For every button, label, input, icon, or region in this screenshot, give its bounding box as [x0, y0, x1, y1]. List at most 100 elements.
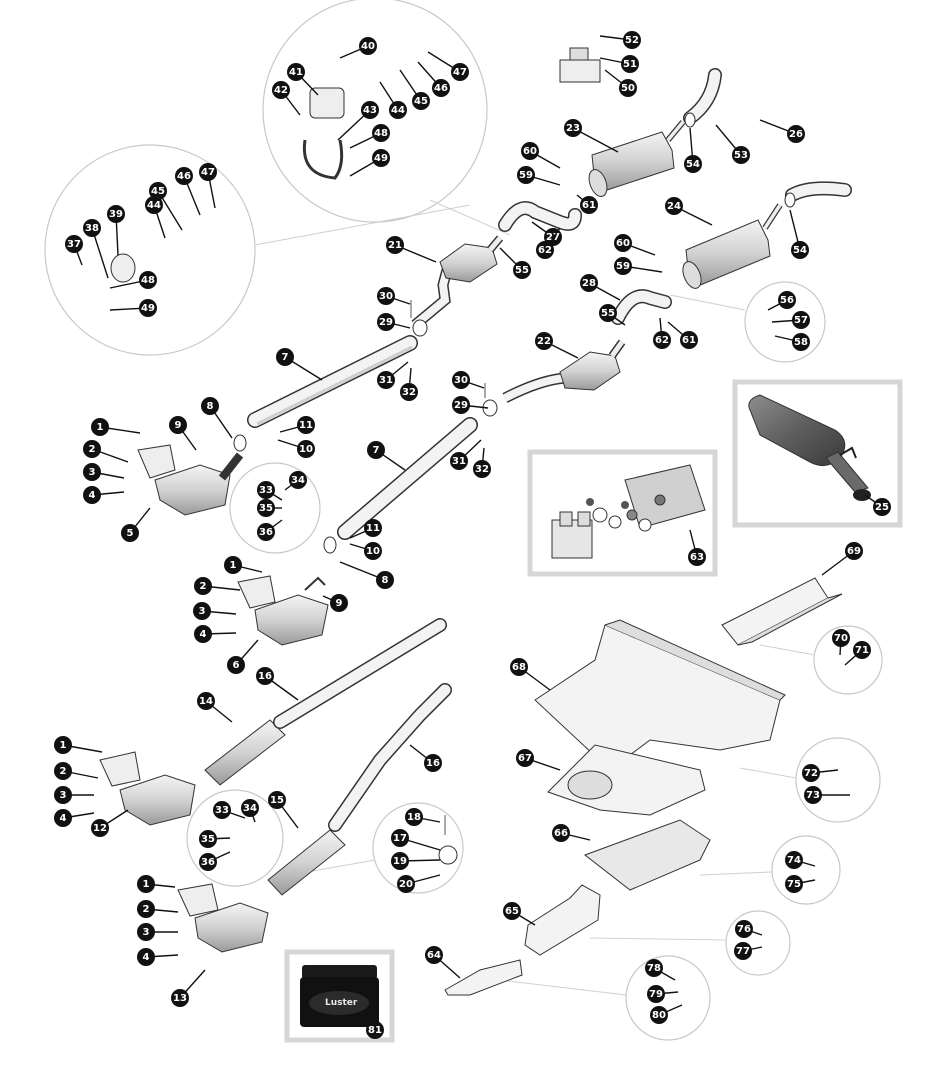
callout-70: 70: [832, 629, 850, 656]
callout-number: 14: [199, 696, 213, 707]
callout-34-2: 34: [241, 799, 259, 823]
callout-80: 80: [650, 1004, 683, 1024]
callout-36-2: 36: [199, 851, 231, 871]
callout-74: 74: [785, 851, 816, 869]
callout-number: 34: [291, 475, 305, 486]
callout-10-1: 10: [277, 439, 315, 458]
callout-badge: [650, 1006, 668, 1024]
callout-50: 50: [604, 69, 637, 97]
callout-32-2: 32: [473, 447, 491, 478]
callout-badge: [276, 348, 294, 366]
callout-badge: [521, 142, 539, 160]
callout-30-1: 30: [377, 287, 411, 305]
callout-number: 33: [259, 485, 273, 496]
callout-badge: [792, 333, 810, 351]
callout-number: 26: [789, 129, 803, 140]
callout-number: 18: [407, 812, 421, 823]
callout-badge: [199, 830, 217, 848]
tailpipe-26: [683, 68, 852, 202]
callout-number: 36: [201, 857, 215, 868]
callout-number: 46: [177, 171, 191, 182]
callout-number: 53: [734, 150, 748, 161]
callout-61-2: 61: [667, 321, 698, 349]
callout-number: 3: [60, 790, 67, 801]
callout-43: 43: [337, 101, 379, 141]
callout-number: 3: [89, 467, 96, 478]
callout-badge: [516, 749, 534, 767]
callout-number: 21: [388, 240, 402, 251]
callout-badge: [213, 801, 231, 819]
callout-number: 30: [454, 375, 468, 386]
callout-number: 64: [427, 950, 441, 961]
intermediate-pipe-7-lower: [337, 417, 478, 540]
callout-badge: [391, 829, 409, 847]
callout-11-2: 11: [349, 519, 382, 539]
callout-48-1: 48: [349, 124, 390, 149]
callout-4-1: 4: [83, 486, 125, 504]
callout-badge: [845, 542, 863, 560]
callout-badge: [257, 481, 275, 499]
callout-21: 21: [386, 236, 437, 263]
callout-19: 19: [391, 852, 441, 870]
callout-number: 39: [109, 209, 123, 220]
callout-4-2: 4: [194, 625, 237, 643]
callout-number: 80: [652, 1010, 666, 1021]
callout-number: 58: [794, 337, 808, 348]
callout-75: 75: [785, 875, 816, 893]
callout-number: 49: [374, 153, 388, 164]
callout-8-1: 8: [201, 397, 233, 439]
callout-badge: [361, 101, 379, 119]
callout-badge: [564, 119, 582, 137]
callout-badge: [791, 241, 809, 259]
callout-badge: [389, 101, 407, 119]
callout-number: 29: [454, 400, 468, 411]
callout-67: 67: [516, 749, 561, 771]
callout-number: 47: [201, 167, 215, 178]
callout-number: 30: [379, 291, 393, 302]
callout-number: 73: [806, 790, 820, 801]
callout-38: 38: [83, 219, 109, 279]
callout-29-2: 29: [452, 396, 489, 414]
callout-34-1: 34: [284, 471, 307, 491]
callout-badge: [473, 460, 491, 478]
callout-badge: [785, 851, 803, 869]
callout-badge: [653, 331, 671, 349]
tailpipe-27: [498, 201, 582, 232]
callout-number: 8: [207, 401, 214, 412]
callout-badge: [197, 692, 215, 710]
callout-badge: [257, 499, 275, 517]
callout-number: 8: [382, 575, 389, 586]
detail-circle-bolts-78: [499, 955, 711, 1041]
callout-badge: [83, 440, 101, 458]
callout-49-1: 49: [349, 149, 390, 177]
callout-54-1: 54: [684, 127, 702, 173]
callout-number: 4: [60, 813, 67, 824]
callout-number: 44: [391, 105, 405, 116]
callout-badge: [391, 852, 409, 870]
callout-badge: [405, 808, 423, 826]
callout-badge: [536, 241, 554, 259]
callout-badge: [364, 519, 382, 537]
callout-badge: [452, 371, 470, 389]
callout-number: 15: [270, 795, 284, 806]
callout-15: 15: [268, 791, 299, 829]
callout-24: 24: [665, 197, 713, 226]
manifold-catalyst-5: [137, 444, 244, 516]
bracket-43: [302, 139, 344, 180]
callout-badge: [194, 577, 212, 595]
callout-badge: [137, 948, 155, 966]
callout-number: 2: [200, 581, 207, 592]
callout-number: 78: [647, 963, 661, 974]
callout-47-1: 47: [427, 51, 469, 81]
callout-number: 50: [621, 83, 635, 94]
callout-badge: [804, 786, 822, 804]
callout-badge: [149, 182, 167, 200]
callout-number: 38: [85, 223, 99, 234]
callout-1-4: 1: [137, 875, 176, 893]
callout-number: 77: [736, 946, 750, 957]
callout-number: 23: [566, 123, 580, 134]
callout-28: 28: [580, 274, 621, 301]
callout-2-3: 2: [54, 762, 99, 780]
callout-badge: [257, 523, 275, 541]
heat-shield-69: [721, 577, 843, 646]
